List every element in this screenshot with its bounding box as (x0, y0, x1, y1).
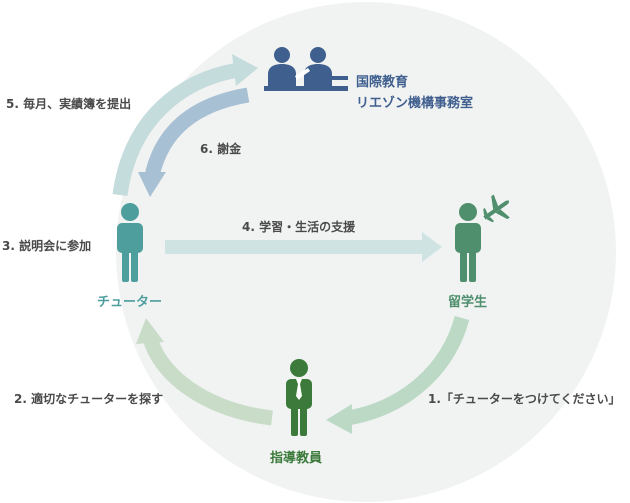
advisor-person-icon (286, 359, 312, 436)
step-3-label: 3. 説明会に参加 (2, 239, 92, 253)
arrow-office-to-tutor-head (138, 172, 166, 197)
tutor-person-icon (117, 203, 143, 282)
step-5-label: 5. 毎月、実績簿を提出 (6, 97, 132, 111)
arrow-office-to-tutor (144, 87, 250, 178)
student-person-icon (455, 203, 481, 282)
arrow-advisor-to-tutor-head (136, 318, 164, 344)
step-4-label: 4. 学習・生活の支援 (242, 220, 356, 234)
arrow-tutor-to-student (165, 240, 425, 254)
airplane-icon (483, 194, 510, 223)
arrow-advisor-to-tutor (142, 335, 273, 426)
step-1-label: 1.「チューターをつけてください」 (428, 392, 621, 406)
student-label: 留学生 (448, 295, 488, 310)
arrow-student-to-advisor-head (326, 404, 352, 434)
arrow-tutor-to-office (112, 62, 240, 197)
office-staff-icon (264, 47, 348, 91)
step-2-label: 2. 適切なチューターを探す (14, 392, 164, 406)
arrow-tutor-to-student-head (422, 232, 442, 262)
step-6-label: 6. 謝金 (200, 142, 242, 156)
advisor-label: 指導教員 (270, 451, 323, 466)
tutor-label: チューター (97, 295, 163, 310)
office-label-line1: 国際教育 (356, 75, 409, 90)
arrow-tutor-to-office-head (232, 54, 258, 86)
office-label-line2: リエゾン機構事務室 (356, 96, 474, 111)
arrow-student-to-advisor (346, 315, 470, 426)
